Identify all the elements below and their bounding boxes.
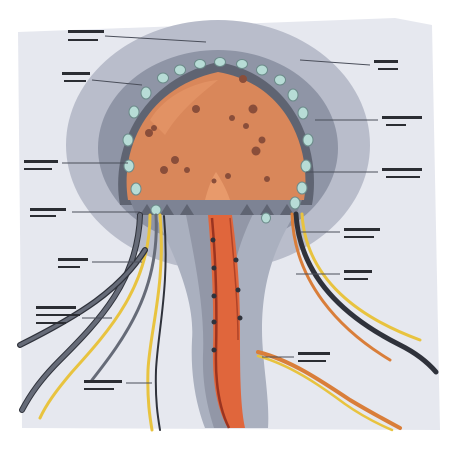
wire-left-outer-inner [18, 248, 147, 347]
base-plate [130, 200, 302, 215]
label-top-left-1-mark [68, 30, 104, 41]
mass-stem [205, 172, 230, 200]
label-right-3-mark [344, 228, 380, 238]
rim-beads [122, 57, 314, 224]
label-left-1-mark [24, 160, 58, 170]
central-canal-edge [210, 217, 231, 429]
label-top-right-mark [374, 60, 398, 70]
wire-right-lower-yellow [256, 354, 394, 432]
label-top-left-2-mark [62, 72, 90, 82]
wires [17, 211, 439, 432]
wire-left-gray [20, 213, 142, 412]
label-right-2-mark [382, 168, 422, 178]
wire-left-long-dark [154, 215, 167, 431]
wire-right-orange [290, 212, 392, 362]
leader-lines [62, 35, 378, 384]
label-marks [24, 30, 422, 390]
label-bottom-left-mark [84, 380, 122, 390]
label-left-3-mark [58, 258, 88, 268]
canal-beads [210, 237, 243, 353]
wire-left-gray-2 [90, 213, 158, 382]
wire-right-yellow [300, 212, 422, 342]
base-teeth [140, 204, 294, 215]
central-canal-edge-right [229, 217, 239, 341]
wire-left-yellow [38, 213, 152, 420]
label-left-4-mark [36, 306, 80, 324]
wire-right-dark [293, 211, 439, 375]
mass-highlight [150, 80, 218, 135]
wire-left-long [146, 213, 163, 432]
mass-spots [145, 75, 270, 184]
label-right-4-mark [344, 270, 372, 280]
label-right-1-mark [382, 116, 422, 126]
label-bottom-right-mark [298, 352, 330, 362]
wire-right-lower [256, 350, 402, 430]
label-left-2-mark [30, 208, 66, 217]
